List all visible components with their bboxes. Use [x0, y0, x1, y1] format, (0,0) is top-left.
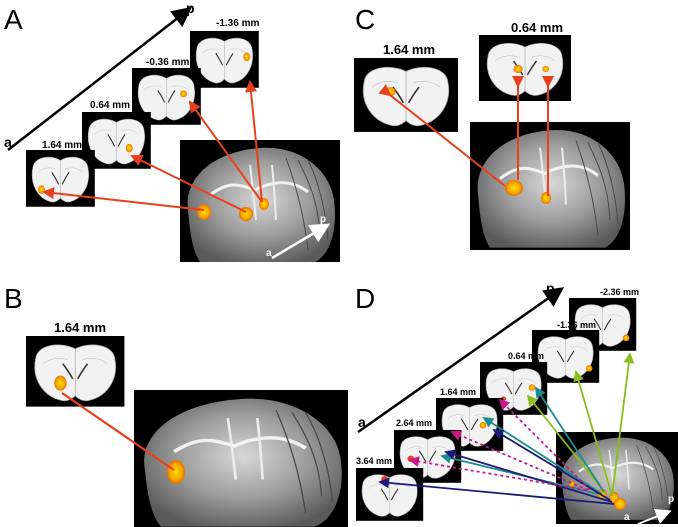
- panel-d: [355, 287, 678, 525]
- axis-label-posterior: p: [546, 280, 555, 296]
- slice-b-164: [25, 335, 126, 408]
- slice-a-164: [25, 149, 96, 208]
- mri-brain-b: [134, 390, 348, 527]
- slice-d-minus136: [531, 329, 600, 384]
- slice-a-minus136: [189, 30, 260, 89]
- slice-label: -2.36 mm: [600, 287, 640, 297]
- panel-letter-a: A: [4, 4, 23, 35]
- connector-arrows-a: [42, 80, 263, 213]
- panel-a: [7, 6, 340, 264]
- slice-label: -1.36 mm: [216, 18, 260, 29]
- slice-c-164: [353, 57, 459, 133]
- brain-axis-label-anterior: a: [266, 248, 272, 259]
- slice-label: 2.64 mm: [396, 418, 433, 428]
- brain-axis-label-posterior: p: [320, 214, 327, 225]
- slice-a-minus036: [131, 67, 202, 126]
- activation-blob: [197, 204, 211, 220]
- brain-axis-label-anterior: a: [624, 512, 630, 523]
- mri-brain-c: [470, 122, 630, 250]
- slice-label: 0.64 mm: [511, 20, 564, 35]
- slice-label: 1.64 mm: [383, 42, 436, 57]
- slice-label: 0.64 mm: [90, 100, 131, 111]
- slice-c-064: [478, 34, 572, 102]
- axis-label-posterior: p: [186, 0, 195, 16]
- activation-blob: [541, 192, 551, 204]
- slice-d-364: [355, 467, 424, 522]
- slice-label: -1.36 mm: [557, 320, 597, 330]
- connector-line-b: [61, 392, 175, 471]
- axis-label-anterior: a: [358, 414, 366, 430]
- slice-label: -0.36 mm: [146, 57, 190, 68]
- panel-b: [25, 335, 348, 527]
- mri-brain-a: [180, 140, 340, 264]
- slice-label: 1.64 mm: [42, 140, 83, 151]
- slice-label: 1.64 mm: [440, 387, 477, 397]
- slice-a-064: [81, 111, 152, 170]
- connector-arrows-d: [378, 352, 635, 505]
- connector-arrows-c: [378, 76, 554, 196]
- panel-letter-c: C: [355, 4, 376, 35]
- rostrocaudal-axis-arrow: [357, 287, 565, 434]
- axis-label-anterior: a: [4, 134, 12, 150]
- brain-axis-arrow: [271, 223, 331, 260]
- panel-letter-d: D: [355, 283, 376, 314]
- rostrocaudal-axis-arrow: [7, 6, 192, 151]
- brain-axis-label-posterior: p: [668, 494, 675, 505]
- slice-d-minus236: [568, 297, 637, 352]
- slice-label: 3.64 mm: [356, 456, 393, 466]
- activation-blob: [505, 180, 523, 196]
- slice-label: 0.64 mm: [508, 351, 545, 361]
- slice-label: 1.64 mm: [54, 320, 107, 335]
- activation-blob: [167, 460, 185, 484]
- panel-c: [353, 34, 630, 250]
- panel-letter-b: B: [4, 283, 23, 314]
- brain-axis-arrow: [637, 509, 672, 525]
